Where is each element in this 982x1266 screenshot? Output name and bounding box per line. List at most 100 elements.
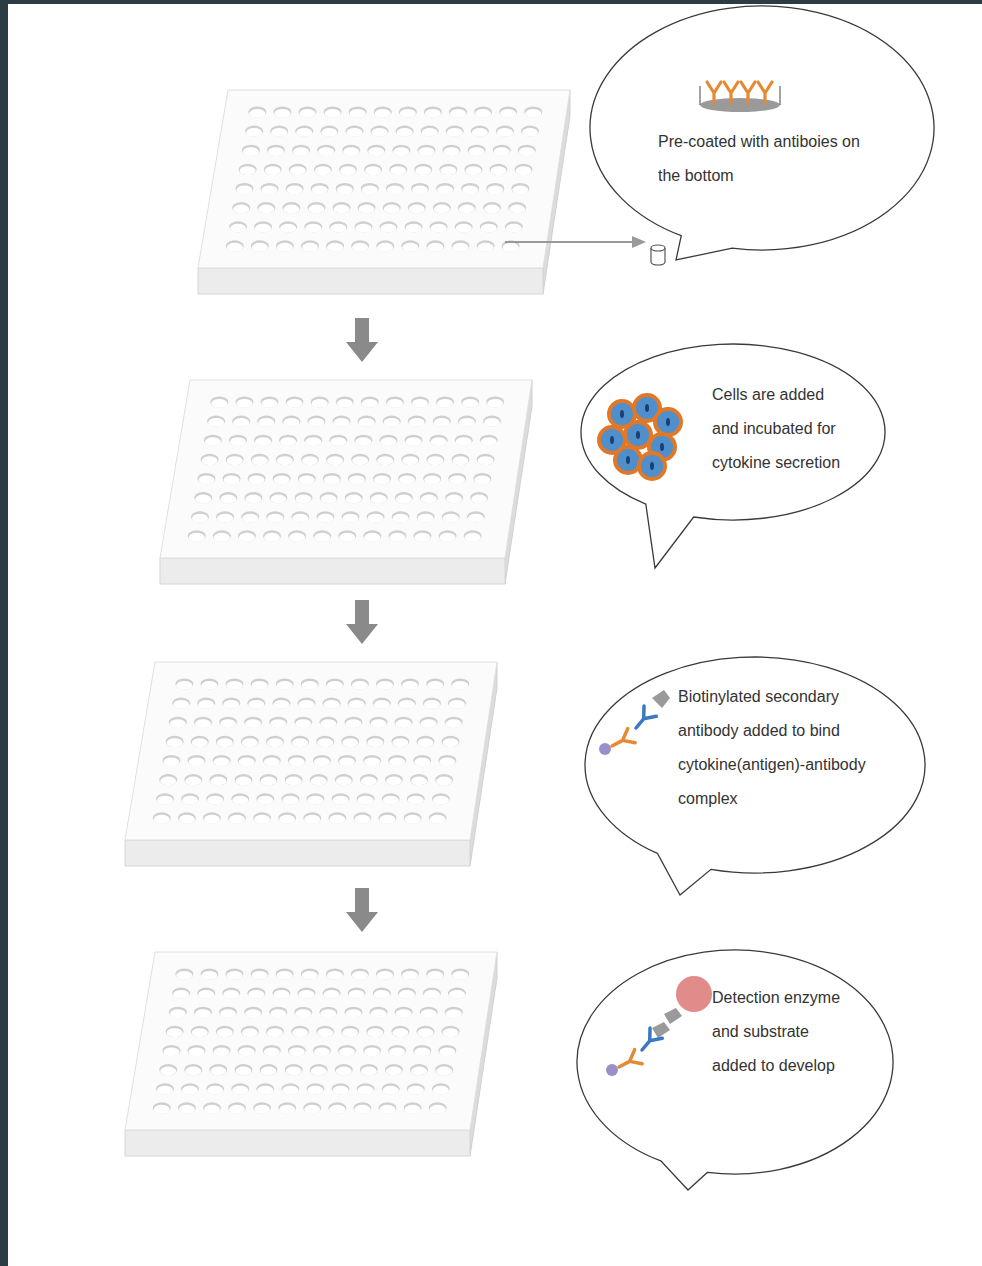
- well-rim: [279, 221, 297, 232]
- well-floor: [274, 475, 290, 484]
- frame-strip: [0, 0, 982, 4]
- well-rim: [398, 698, 416, 709]
- well-floor: [362, 185, 378, 194]
- well-rim: [323, 988, 341, 999]
- well-rim: [269, 717, 287, 728]
- well-rim: [486, 183, 504, 194]
- cells-icon: [599, 395, 681, 479]
- well-rim: [344, 1007, 362, 1018]
- well-rim: [378, 1102, 396, 1113]
- plate-top: [125, 662, 497, 840]
- bubble-text-box: Pre-coated with antiboies on the bottom: [658, 125, 873, 193]
- well-rim: [216, 511, 234, 522]
- well-floor: [239, 1047, 255, 1056]
- well-rim: [294, 717, 312, 728]
- well-floor: [405, 815, 421, 824]
- well-floor: [208, 418, 224, 427]
- well-floor: [299, 475, 315, 484]
- well-floor: [402, 456, 418, 465]
- well-rim: [518, 145, 536, 156]
- well-floor: [220, 495, 236, 504]
- well-rim: [232, 202, 250, 213]
- well-floor: [279, 815, 295, 824]
- well-floor: [279, 1105, 295, 1114]
- well-floor: [311, 1067, 327, 1076]
- well-rim: [341, 736, 359, 747]
- well-rim: [438, 1045, 456, 1056]
- well-rim: [235, 183, 253, 194]
- well-floor: [173, 990, 189, 999]
- well-floor: [411, 1067, 427, 1076]
- well-rim: [339, 164, 357, 175]
- well-floor: [434, 418, 450, 427]
- streptavidin-shape: [664, 1008, 682, 1024]
- well-floor: [452, 971, 468, 980]
- well-floor: [314, 1047, 330, 1056]
- well-floor: [425, 109, 441, 118]
- well-rim: [216, 1026, 234, 1037]
- well-rim: [311, 396, 329, 407]
- well-rim: [216, 736, 234, 747]
- nucleus: [610, 436, 614, 444]
- well-floor: [393, 147, 409, 156]
- well-floor: [355, 437, 371, 446]
- well-floor: [368, 514, 384, 523]
- well-rim: [392, 511, 410, 522]
- well-floor: [264, 1047, 280, 1056]
- well-rim: [313, 530, 331, 541]
- well-rim: [191, 736, 209, 747]
- well-rim: [166, 736, 184, 747]
- well-floor: [324, 700, 340, 709]
- well-floor: [189, 533, 205, 542]
- well-floor: [500, 109, 516, 118]
- well-rim: [257, 416, 275, 427]
- well-rim: [310, 774, 328, 785]
- well-floor: [229, 815, 245, 824]
- well-floor: [192, 514, 208, 523]
- well-floor: [418, 514, 434, 523]
- well-rim: [169, 717, 187, 728]
- bubble-text-box: Cells are added and incubated for cytoki…: [712, 378, 848, 480]
- well-rim: [342, 145, 360, 156]
- well-rim: [408, 202, 426, 213]
- well-rim: [313, 1045, 331, 1056]
- well-rim: [413, 1045, 431, 1056]
- well-floor: [277, 456, 293, 465]
- well-floor: [230, 224, 246, 233]
- well-rim: [379, 221, 397, 232]
- well-rim: [426, 968, 444, 979]
- well-floor: [375, 109, 391, 118]
- well-floor: [397, 128, 413, 137]
- well-rim: [367, 145, 385, 156]
- well-floor: [333, 796, 349, 805]
- well-floor: [414, 533, 430, 542]
- plate-front: [125, 1130, 470, 1156]
- well-floor: [406, 224, 422, 233]
- well-floor: [417, 1028, 433, 1037]
- well-rim: [256, 1083, 274, 1094]
- well-floor: [456, 224, 472, 233]
- well-rim: [401, 454, 419, 465]
- well-floor: [317, 738, 333, 747]
- well-rim: [333, 202, 351, 213]
- well-floor: [405, 1105, 421, 1114]
- well-rim: [524, 106, 542, 117]
- well-floor: [314, 757, 330, 766]
- well-rim: [471, 126, 489, 137]
- well-rim: [332, 793, 350, 804]
- well-floor: [427, 456, 443, 465]
- well-rim: [439, 164, 457, 175]
- well-floor: [350, 109, 366, 118]
- well-rim: [442, 736, 460, 747]
- well-rim: [197, 988, 215, 999]
- well-rim: [156, 1083, 174, 1094]
- well-floor: [320, 719, 336, 728]
- well-floor: [503, 243, 519, 252]
- well-rim: [370, 717, 388, 728]
- speech-bubble: Cells are added and incubated for cytoki…: [581, 344, 885, 520]
- well-floor: [229, 1105, 245, 1114]
- well-floor: [293, 147, 309, 156]
- well-floor: [324, 990, 340, 999]
- well-floor: [280, 224, 296, 233]
